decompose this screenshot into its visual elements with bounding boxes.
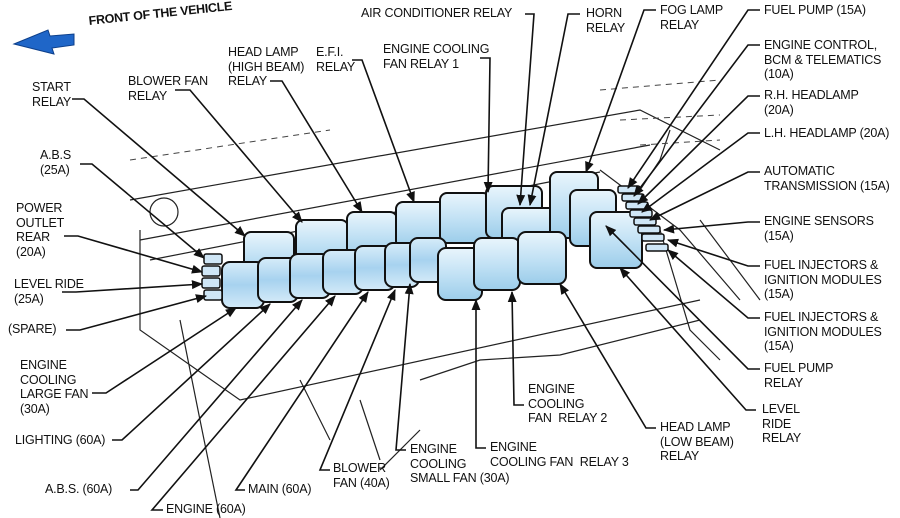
label-horn-relay: HORN RELAY (586, 6, 626, 35)
leader-head-lamp-low-beam (559, 283, 656, 429)
leader-head-lamp-high-beam (270, 80, 363, 213)
label-engine-cooling-fan-relay-2: ENGINE COOLING FAN RELAY 2 (528, 382, 608, 425)
leader-main (234, 291, 369, 491)
label-spare: (SPARE) (8, 322, 57, 336)
leader-lighting (112, 303, 271, 441)
fuse-engine-sensors[interactable] (637, 225, 661, 234)
fuse-row-maxi (221, 237, 447, 309)
fuse-engine-control[interactable] (621, 193, 645, 202)
leader-ecf-relay-2 (507, 290, 524, 406)
relay-engine-cooling-fan-1[interactable] (439, 192, 491, 244)
fuse-power-outlet-rear[interactable] (201, 265, 221, 277)
relay-engine-cooling-fan-3[interactable] (473, 237, 521, 291)
leader-rh-headlamp (637, 95, 760, 205)
leader-blower-fan-relay (175, 89, 303, 223)
label-engine-cooling-fan-relay-1: ENGINE COOLING FAN RELAY 1 (383, 42, 490, 71)
label-head-lamp-low-beam-relay: HEAD LAMP (LOW BEAM) RELAY (660, 420, 734, 463)
leader-ecf-relay-1 (480, 57, 493, 194)
label-lighting-60a: LIGHTING (60A) (15, 433, 106, 447)
fuse-abs-25a[interactable] (203, 253, 223, 265)
leader-blower-fan-40a (318, 288, 396, 471)
label-fog-lamp-relay: FOG LAMP RELAY (660, 3, 723, 32)
left-arrow-icon (12, 29, 75, 55)
label-fuel-injectors-1: FUEL INJECTORS & IGNITION MODULES (15A) (764, 258, 882, 301)
leader-fuel-pump-15a (627, 9, 760, 189)
leader-lines (62, 9, 760, 511)
leader-ac-relay (516, 13, 535, 207)
label-engine-sensors: ENGINE SENSORS (15A) (764, 214, 874, 243)
leader-abs-25a (80, 163, 205, 259)
label-engine-cooling-fan-relay-3: ENGINE COOLING FAN RELAY 3 (490, 440, 629, 469)
fuse-rh-headlamp[interactable] (625, 201, 649, 210)
label-automatic-transmission: AUTOMATIC TRANSMISSION (15A) (764, 164, 890, 193)
label-power-outlet-rear: POWER OUTLET REAR (20A) (16, 201, 65, 259)
label-engine-cooling-large-fan: ENGINE COOLING LARGE FAN (30A) (20, 358, 89, 416)
fuse-row-mini-left (201, 253, 223, 301)
leader-engine-60a (150, 295, 336, 511)
leader-engine-sensors (662, 221, 760, 234)
label-level-ride-relay: LEVEL RIDE RELAY (762, 402, 802, 445)
label-abs-60a: A.B.S. (60A) (45, 482, 113, 496)
label-engine-60a: ENGINE (60A) (166, 502, 246, 516)
leader-fog-lamp (585, 9, 656, 174)
leader-fuel-pump-relay (605, 225, 760, 370)
relay-row-front (437, 231, 567, 301)
fuse-lh-headlamp[interactable] (629, 209, 653, 218)
label-fuel-pump-relay: FUEL PUMP RELAY (764, 361, 834, 390)
relay-head-lamp-low-beam[interactable] (517, 231, 567, 285)
label-fuel-injectors-2: FUEL INJECTORS & IGNITION MODULES (15A) (764, 310, 882, 353)
leader-lh-headlamp (641, 132, 760, 213)
leader-efi (352, 59, 415, 204)
label-air-conditioner-relay: AIR CONDITIONER RELAY (361, 6, 513, 20)
label-engine-cooling-small-fan: ENGINE COOLING SMALL FAN (30A) (410, 442, 510, 485)
label-start-relay: START RELAY (32, 80, 72, 109)
label-blower-fan-relay: BLOWER FAN RELAY (128, 74, 208, 103)
label-head-lamp-high-beam-relay: HEAD LAMP (HIGH BEAM) RELAY (228, 45, 305, 88)
leader-power-outlet (64, 235, 204, 274)
fuse-fuel-injectors-2[interactable] (645, 243, 669, 252)
label-fuel-pump-15a: FUEL PUMP (15A) (764, 3, 866, 17)
leader-abs-60a (130, 299, 303, 491)
fuse-spare[interactable] (203, 289, 223, 301)
leader-ecf-relay-3 (471, 298, 486, 449)
leader-start-relay (72, 98, 246, 237)
leader-fuel-inj-1 (666, 238, 760, 267)
label-rh-headlamp: R.H. HEADLAMP (20A) (764, 88, 859, 117)
label-lh-headlamp: L.H. HEADLAMP (20A) (764, 126, 890, 140)
leader-level-ride-relay (619, 267, 756, 411)
label-abs-25a: A.B.S (25A) (40, 148, 71, 177)
leader-engine-control (633, 44, 760, 197)
label-level-ride-25a: LEVEL RIDE (25A) (14, 277, 84, 306)
fuse-fuel-injectors-1[interactable] (641, 233, 665, 242)
leader-horn (527, 13, 580, 207)
label-engine-control-bcm-telematics: ENGINE CONTROL, BCM & TELEMATICS (10A) (764, 38, 882, 81)
leader-spare (66, 294, 208, 331)
label-main-60a: MAIN (60A) (248, 482, 312, 496)
leader-fuel-inj-2 (667, 249, 760, 319)
leader-auto-trans (648, 171, 760, 221)
leader-large-fan (92, 307, 237, 394)
label-blower-fan-40a: BLOWER FAN (40A) (333, 461, 390, 490)
leader-level-ride-25a (62, 280, 204, 293)
leader-small-fan (395, 282, 414, 451)
label-efi-relay: E.F.I. RELAY (316, 45, 356, 74)
fuse-level-ride-25a[interactable] (201, 277, 221, 289)
